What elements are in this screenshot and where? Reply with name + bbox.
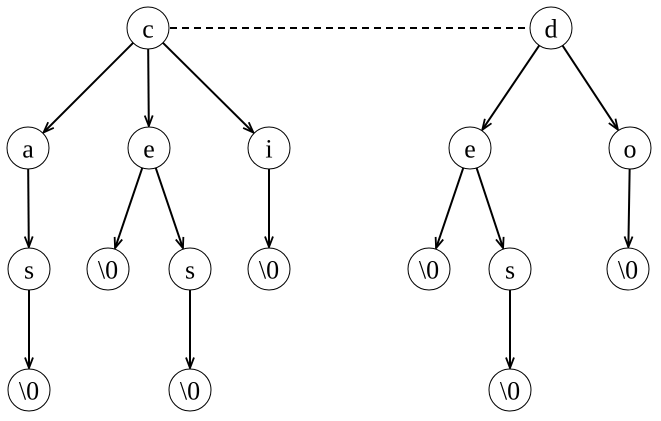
trie-node-s1: s (7, 247, 51, 291)
node-circle-nul5 (7, 368, 51, 412)
node-circle-s1 (7, 247, 51, 291)
trie-node-e2: e (448, 126, 492, 170)
node-label-d: d (545, 15, 558, 44)
node-label-s3: s (505, 256, 515, 285)
node-circle-nul1 (86, 247, 130, 291)
node-label-s1: s (24, 256, 34, 285)
trie-node-nul5: \0 (7, 368, 51, 412)
trie-node-nul1: \0 (86, 247, 130, 291)
node-circle-o (608, 126, 652, 170)
node-circle-nul2 (247, 247, 291, 291)
node-circle-e1 (127, 126, 171, 170)
edge-e1-s2 (154, 167, 183, 248)
trie-node-a: a (6, 126, 50, 170)
node-circle-d (529, 6, 573, 50)
node-circle-a (6, 126, 50, 170)
trie-node-d: d (529, 6, 573, 50)
trie-node-nul3: \0 (407, 247, 451, 291)
node-label-nul1: \0 (98, 256, 118, 285)
node-circle-c (126, 6, 170, 50)
edge-e1-nul1 (115, 167, 144, 248)
node-circle-s2 (168, 247, 212, 291)
trie-node-s3: s (488, 247, 532, 291)
node-label-s2: s (185, 256, 195, 285)
trie-node-nul4: \0 (606, 247, 650, 291)
trie-node-nul6: \0 (168, 368, 212, 412)
trie-node-c: c (126, 6, 170, 50)
node-label-c: c (142, 15, 154, 44)
node-circle-nul7 (488, 368, 532, 412)
trie-node-e1: e (127, 126, 171, 170)
node-label-o: o (624, 135, 637, 164)
edge-e2-nul3 (436, 167, 465, 248)
edge-o-nul4 (628, 168, 629, 247)
node-label-a: a (22, 135, 34, 164)
trie-node-nul2: \0 (247, 247, 291, 291)
node-label-nul7: \0 (500, 377, 520, 406)
node-label-nul4: \0 (618, 256, 638, 285)
trie-node-i: i (247, 126, 291, 170)
node-circle-s3 (488, 247, 532, 291)
edge-c-e1 (148, 48, 149, 126)
node-circle-nul4 (606, 247, 650, 291)
node-label-nul5: \0 (19, 377, 39, 406)
trie-node-nul7: \0 (488, 368, 532, 412)
edge-c-a (44, 42, 134, 133)
node-label-nul2: \0 (259, 256, 279, 285)
edges-layer (28, 42, 629, 368)
edge-c-i (162, 42, 253, 133)
node-label-e1: e (143, 135, 155, 164)
nodes-layer: c d a e i e o s \0 s \0 \0 s \0 \0 \0 \0 (6, 6, 652, 412)
node-label-e2: e (464, 135, 476, 164)
node-circle-nul6 (168, 368, 212, 412)
edge-d-o (561, 44, 618, 130)
edge-a-s1 (28, 168, 29, 247)
edge-d-e2 (482, 44, 541, 129)
edge-e2-s3 (475, 167, 504, 248)
trie-node-o: o (608, 126, 652, 170)
node-label-nul3: \0 (419, 256, 439, 285)
node-circle-nul3 (407, 247, 451, 291)
node-label-i: i (265, 135, 272, 164)
node-label-nul6: \0 (180, 377, 200, 406)
node-circle-i (247, 126, 291, 170)
trie-node-s2: s (168, 247, 212, 291)
node-circle-e2 (448, 126, 492, 170)
